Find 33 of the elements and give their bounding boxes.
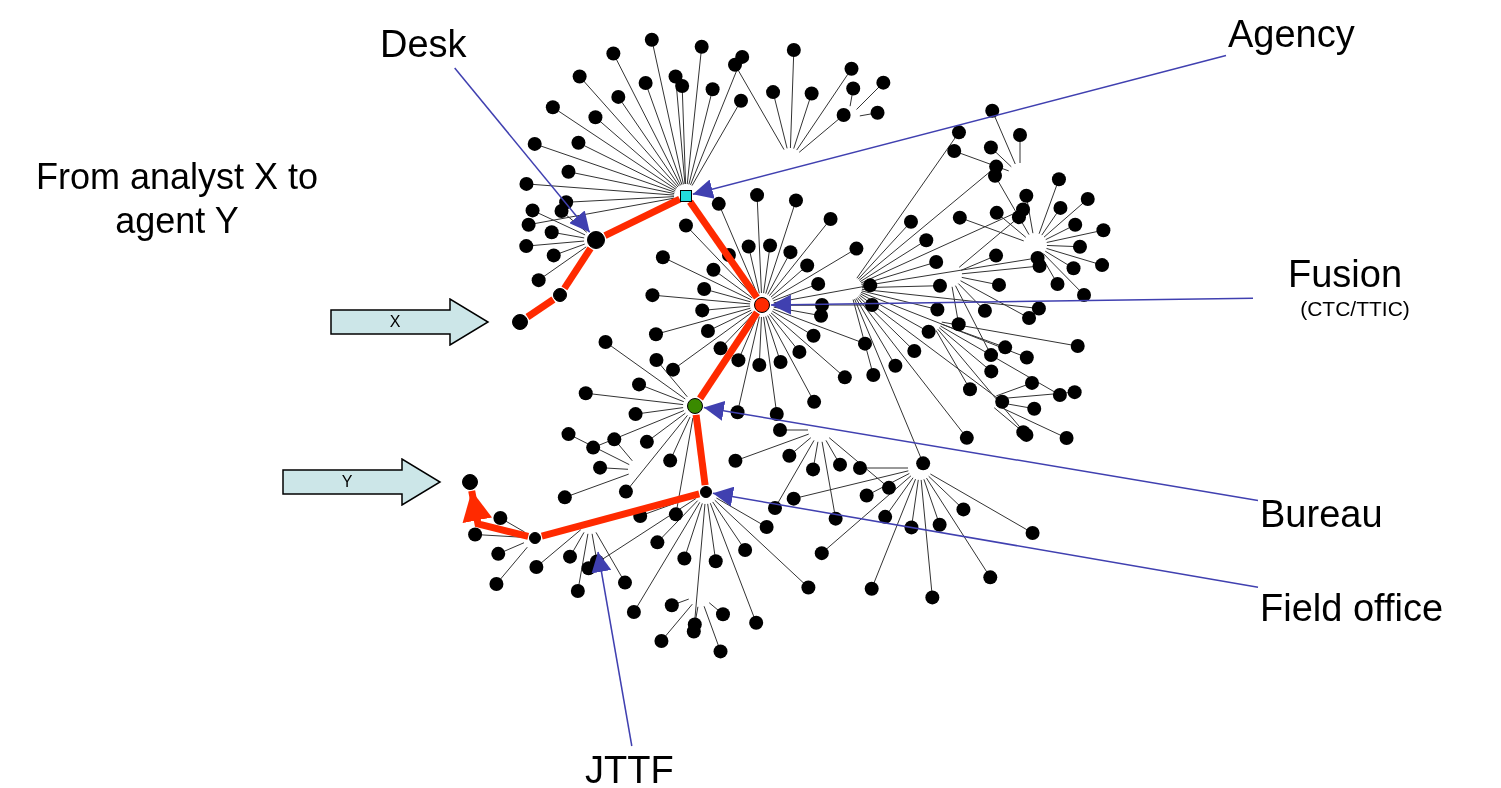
node-dot — [700, 486, 712, 498]
leader-line — [591, 551, 633, 747]
heading-text: From analyst X to agent Y — [34, 155, 320, 243]
node-dot — [553, 288, 567, 302]
leader-line — [453, 67, 591, 234]
block-arrow: X — [330, 298, 490, 346]
callout-label: Bureau — [1260, 492, 1418, 536]
leader-line — [712, 486, 1259, 589]
route-line — [561, 246, 594, 291]
callout-label: Desk — [380, 22, 490, 66]
route-line — [603, 195, 682, 239]
node-dot — [754, 297, 770, 313]
sublabel-text: (CTC/TTIC) — [1299, 296, 1411, 322]
square-node — [680, 190, 692, 202]
callout-label: Fusion — [1286, 252, 1404, 296]
route-line — [692, 414, 709, 486]
leader-line — [703, 400, 1259, 502]
node-dot — [687, 398, 703, 414]
node-dot — [587, 231, 605, 249]
block-arrow: Y — [282, 458, 442, 506]
route-line — [462, 490, 530, 540]
node-dot — [529, 532, 541, 544]
node-dot — [462, 474, 478, 490]
callout-label: JTTF — [585, 748, 687, 788]
leader-line — [692, 54, 1227, 199]
callout-label: Agency — [1228, 12, 1390, 56]
route-line — [697, 310, 760, 401]
route-line — [687, 199, 760, 300]
route-line — [540, 490, 701, 540]
route-line — [525, 296, 556, 320]
leader-line — [770, 294, 1254, 315]
node-dot — [512, 314, 528, 330]
callout-label: Field office — [1260, 586, 1496, 630]
